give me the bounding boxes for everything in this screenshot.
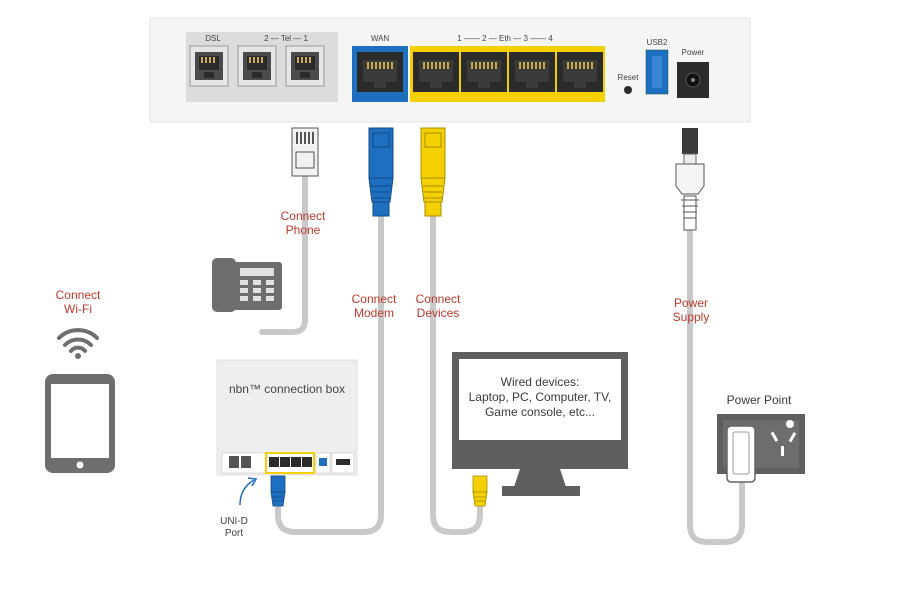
monitor-text-line3: Game console, etc...: [485, 405, 595, 419]
devices-cable: [420, 127, 483, 535]
connect-wifi-label-line2: Wi-Fi: [64, 302, 92, 316]
connect-modem-label-line1: Connect: [352, 292, 397, 306]
eth-label: 1 —— 2 — Eth — 3 —— 4: [457, 34, 553, 43]
eth-port-4[interactable]: [557, 52, 603, 92]
reset-label: Reset: [618, 73, 640, 82]
eth-port-1[interactable]: [413, 52, 459, 92]
eth-ports: [410, 46, 605, 102]
tel-label: 2 — Tel — 1: [264, 34, 308, 43]
power-label: Power: [682, 48, 705, 57]
eth-port-3[interactable]: [509, 52, 555, 92]
tel-port-1[interactable]: [285, 45, 325, 87]
dsl-label: DSL: [205, 34, 221, 43]
devices-cable-plug: [472, 475, 488, 507]
reset-button[interactable]: [624, 86, 632, 94]
connect-modem-label-line2: Modem: [354, 306, 394, 320]
eth-port-2[interactable]: [461, 52, 507, 92]
monitor-icon: [452, 352, 628, 496]
connect-wifi-label-line1: Connect: [56, 288, 101, 302]
uni-d-label-line2: Port: [225, 528, 244, 539]
wan-label: WAN: [371, 34, 390, 43]
uni-d-arrow-icon: [239, 477, 258, 506]
nbn-box-title: nbn™ connection box: [229, 382, 345, 396]
nbn-connection-box: [216, 359, 358, 476]
wifi-icon: [57, 328, 99, 353]
phone-cable: [259, 127, 319, 335]
uni-d-label-line1: UNI-D: [220, 516, 248, 527]
dsl-port[interactable]: [189, 45, 229, 87]
telephone-icon: [212, 258, 282, 312]
monitor-text-line1: Wired devices:: [501, 375, 580, 389]
connect-devices-label-line2: Devices: [417, 306, 460, 320]
power-plug-icon: [726, 425, 756, 483]
connect-phone-label-line2: Phone: [286, 223, 321, 237]
wan-port[interactable]: [352, 46, 408, 102]
monitor-text-line2: Laptop, PC, Computer, TV,: [469, 390, 612, 404]
modem-cable: [275, 127, 394, 535]
power-port[interactable]: [677, 62, 709, 98]
usb-port[interactable]: [645, 49, 669, 95]
modem-cable-plug: [270, 475, 286, 507]
power-supply-label-line1: Power: [674, 296, 708, 310]
power-supply-label-line2: Supply: [673, 310, 710, 324]
wifi-dot: [75, 353, 81, 359]
power-point-label: Power Point: [727, 393, 792, 407]
usb-label: USB2: [647, 38, 668, 47]
connect-phone-label-line1: Connect: [281, 209, 326, 223]
power-cable: [675, 128, 745, 545]
tel-port-2[interactable]: [237, 45, 277, 87]
connect-devices-label-line1: Connect: [416, 292, 461, 306]
tablet-icon: [45, 374, 115, 473]
